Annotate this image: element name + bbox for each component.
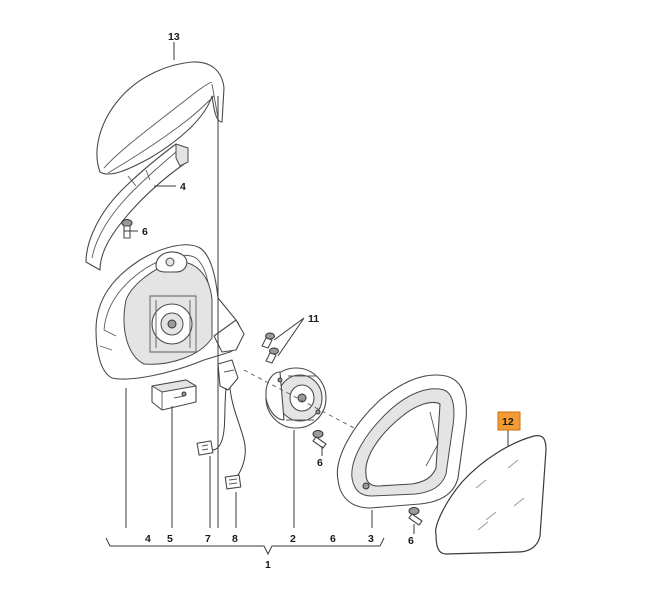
callout-6-low: 6	[408, 535, 414, 547]
wiring-harness	[196, 359, 246, 490]
assembly-label: 1	[265, 559, 271, 571]
callout-6-mid: 6	[317, 457, 323, 469]
bottom-label: 4	[145, 533, 151, 545]
highlight-box-12	[497, 411, 521, 431]
callout-11: 11	[308, 313, 319, 325]
bottom-label: 6	[330, 533, 336, 545]
connector-block	[151, 379, 197, 411]
callout-6-top: 6	[142, 226, 148, 238]
mirror-frame	[336, 374, 467, 509]
mirror-cap	[96, 61, 225, 175]
callout-4-top: 4	[180, 181, 186, 193]
bottom-label: 7	[205, 533, 211, 545]
callout-12: 12	[502, 416, 514, 428]
mirror-housing	[95, 244, 245, 380]
screws-pair	[261, 332, 279, 364]
bottom-label: 5	[167, 533, 173, 545]
mirror-glass	[435, 435, 547, 555]
bottom-row-labels: 4 5 7 8 2 6 3	[145, 533, 374, 545]
screw-top	[121, 219, 133, 239]
bottom-label: 3	[368, 533, 374, 545]
mirror-motor	[243, 367, 431, 469]
screw-middle	[312, 430, 327, 449]
turn-signal-strip	[85, 143, 189, 271]
bottom-label: 8	[232, 533, 238, 545]
screw-lower	[408, 507, 423, 526]
bottom-label: 2	[290, 533, 296, 545]
callout-13: 13	[168, 31, 180, 43]
